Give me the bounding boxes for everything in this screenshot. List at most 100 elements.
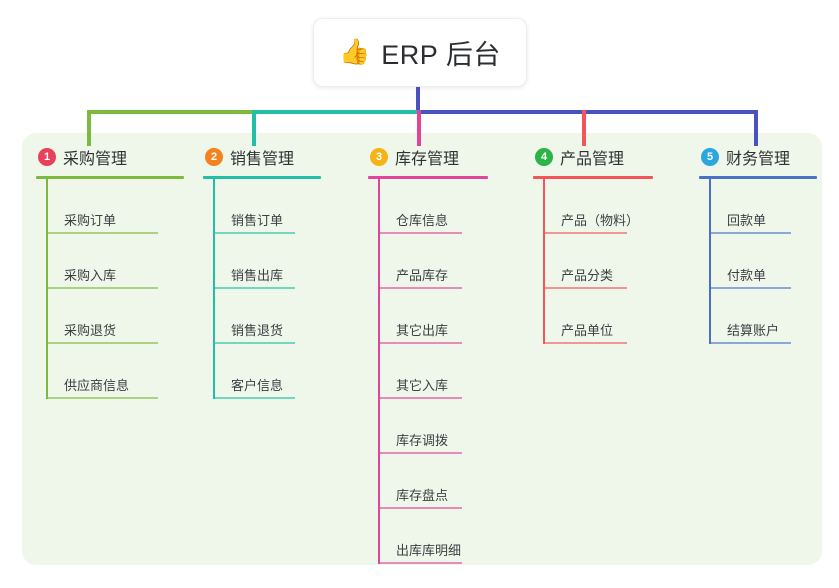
branch-item-rule: [213, 397, 295, 399]
branch-item-rule: [46, 232, 158, 234]
branch-header-3[interactable]: 3 库存管理: [368, 145, 488, 169]
branch-item[interactable]: 销售退货: [203, 289, 321, 344]
branch-item-label: 结算账户: [727, 323, 780, 338]
branch-item-label: 销售订单: [231, 213, 284, 228]
branch-title: 财务管理: [726, 151, 791, 168]
branch-item-list: 产品（物料） 产品分类产品单位: [533, 179, 653, 344]
branch-number-badge: 5: [701, 148, 719, 166]
branch-item-label: 产品库存: [396, 268, 449, 283]
branch-number-badge: 3: [370, 148, 388, 166]
branch-item-rule: [378, 562, 462, 564]
branch-spine: [378, 179, 380, 564]
branch-header-2[interactable]: 2 销售管理: [203, 145, 321, 169]
branch-item-label: 采购退货: [64, 323, 117, 338]
branch-underline: [368, 176, 488, 179]
branch-item-rule: [213, 287, 295, 289]
branch-spine: [709, 179, 711, 344]
branch-item[interactable]: 库存盘点: [368, 454, 488, 509]
branch-item[interactable]: 其它入库: [368, 344, 488, 399]
branches-panel: [22, 133, 822, 565]
branch-title: 销售管理: [230, 151, 295, 168]
branch-item-rule: [543, 287, 627, 289]
branch-header-5[interactable]: 5 财务管理: [699, 145, 817, 169]
branch-underline: [699, 176, 817, 179]
branch-item-rule: [213, 232, 295, 234]
branch-item[interactable]: 采购退货: [36, 289, 184, 344]
branch-underline: [36, 176, 184, 179]
branch-title: 采购管理: [63, 151, 128, 168]
branch-item-label: 产品分类: [561, 268, 614, 283]
branch-item-rule: [46, 287, 158, 289]
branch-item[interactable]: 采购订单: [36, 179, 184, 234]
branch-item-label: 回款单: [727, 213, 767, 228]
branch-title: 库存管理: [395, 151, 460, 168]
branch-item-label: 其它出库: [396, 323, 449, 338]
root-connector-stem: [416, 87, 420, 112]
branch-item[interactable]: 仓库信息: [368, 179, 488, 234]
branch-item-label: 销售出库: [231, 268, 284, 283]
branch-item[interactable]: 采购入库: [36, 234, 184, 289]
branch-item-rule: [46, 342, 158, 344]
branch-column-5[interactable]: 5 财务管理回款单付款单结算账户: [699, 145, 817, 344]
branch-item[interactable]: 库存调拨: [368, 399, 488, 454]
branch-item-list: 仓库信息产品库存其它出库其它入库库存调拨库存盘点出库库明细: [368, 179, 488, 564]
branch-item-rule: [213, 342, 295, 344]
connector-drop-4: [582, 110, 586, 146]
branch-item-rule: [709, 342, 791, 344]
branch-column-3[interactable]: 3 库存管理仓库信息产品库存其它出库其它入库库存调拨库存盘点出库库明细: [368, 145, 488, 564]
branch-spine: [543, 179, 545, 344]
branch-item-label: 销售退货: [231, 323, 284, 338]
connector-bar-segment-3: [418, 110, 757, 114]
branch-item[interactable]: 产品单位: [533, 289, 653, 344]
root-node[interactable]: 👍 ERP 后台: [313, 18, 527, 87]
branch-item-label: 仓库信息: [396, 213, 449, 228]
branch-item-label: 采购订单: [64, 213, 117, 228]
branch-item[interactable]: 产品分类: [533, 234, 653, 289]
branch-item-rule: [378, 452, 462, 454]
branch-item[interactable]: 供应商信息: [36, 344, 184, 399]
thumbs-up-icon: 👍: [339, 38, 371, 66]
branch-item-rule: [46, 397, 158, 399]
branch-item-label: 其它入库: [396, 378, 449, 393]
connector-drop-3: [417, 110, 421, 146]
branch-item-label: 库存盘点: [396, 488, 449, 503]
branch-item[interactable]: 付款单: [699, 234, 817, 289]
connector-bar-segment-1: [87, 110, 254, 114]
branch-item[interactable]: 产品库存: [368, 234, 488, 289]
branch-item[interactable]: 产品（物料）: [533, 179, 653, 234]
branch-title: 产品管理: [560, 151, 625, 168]
branch-item[interactable]: 回款单: [699, 179, 817, 234]
branch-item[interactable]: 出库库明细: [368, 509, 488, 564]
branch-item-rule: [378, 507, 462, 509]
branch-item-label: 产品（物料）: [561, 213, 640, 228]
branch-item-list: 销售订单销售出库销售退货客户信息: [203, 179, 321, 399]
branch-item[interactable]: 客户信息: [203, 344, 321, 399]
branch-item-rule: [543, 232, 627, 234]
branch-item-list: 采购订单采购入库采购退货供应商信息: [36, 179, 184, 399]
branch-item-list: 回款单付款单结算账户: [699, 179, 817, 344]
branch-item-rule: [378, 287, 462, 289]
branch-column-2[interactable]: 2 销售管理销售订单销售出库销售退货客户信息: [203, 145, 321, 399]
branch-number-badge: 2: [205, 148, 223, 166]
branch-item-label: 采购入库: [64, 268, 117, 283]
branch-item-rule: [378, 397, 462, 399]
branch-spine: [46, 179, 48, 399]
branch-item[interactable]: 销售出库: [203, 234, 321, 289]
connector-drop-1: [87, 110, 91, 146]
branch-item-label: 库存调拨: [396, 433, 449, 448]
connector-drop-2: [252, 110, 256, 146]
branch-item[interactable]: 销售订单: [203, 179, 321, 234]
branch-item[interactable]: 结算账户: [699, 289, 817, 344]
branch-item[interactable]: 其它出库: [368, 289, 488, 344]
branch-spine: [213, 179, 215, 399]
branch-item-label: 出库库明细: [396, 543, 462, 558]
branch-underline: [533, 176, 653, 179]
branch-item-rule: [709, 232, 791, 234]
branch-item-rule: [543, 342, 627, 344]
branch-item-rule: [378, 342, 462, 344]
